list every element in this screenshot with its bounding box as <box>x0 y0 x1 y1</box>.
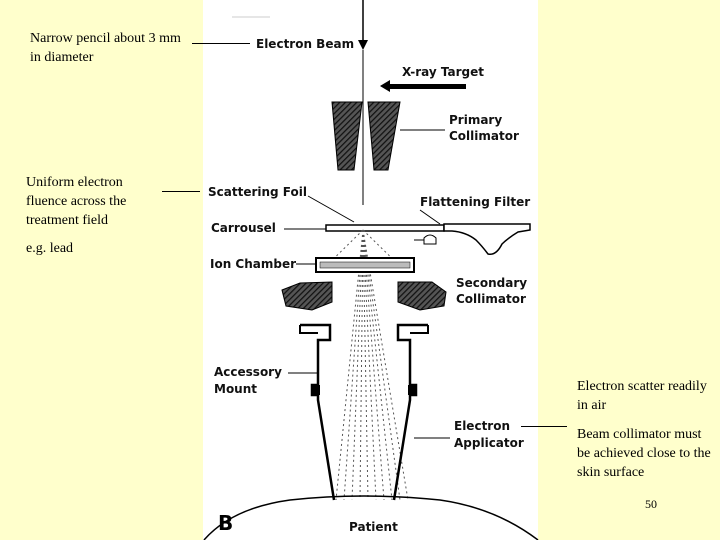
label-patient: Patient <box>349 520 398 534</box>
label-accessory-mount-line2: Mount <box>214 382 258 396</box>
flattening-filter <box>414 223 531 256</box>
label-xray-target: X-ray Target <box>402 65 485 79</box>
label-primary-collimator-line1: Primary <box>449 113 503 127</box>
note-eg-lead: e.g. lead <box>26 241 74 256</box>
label-flattening-filter: Flattening Filter <box>420 195 531 209</box>
note-beam-collimator: Beam collimator must be achieved close t… <box>577 427 711 480</box>
accessory-mount-block-right <box>408 385 416 395</box>
patient-surface <box>203 495 539 540</box>
note-electron-scatter: Electron scatter readily in air <box>577 379 707 413</box>
primary-collimator-right <box>367 101 401 171</box>
leader-uniform-fluence <box>162 191 200 192</box>
label-electron-beam: Electron Beam <box>256 37 355 51</box>
label-secondary-collimator-line1: Secondary <box>456 276 528 290</box>
note-uniform-fluence: Uniform electron fluence across the trea… <box>26 175 127 228</box>
scattering-foil-leader <box>307 195 355 223</box>
label-ion-chamber: Ion Chamber <box>210 257 297 271</box>
electron-applicator <box>299 323 429 501</box>
label-electron-applicator-line2: Applicator <box>454 436 524 450</box>
ion-chamber <box>315 257 415 273</box>
leader-electron-applicator-right <box>521 426 567 427</box>
carrousel-plate <box>325 224 445 232</box>
label-carrousel: Carrousel <box>211 221 276 235</box>
note-narrow-pencil: Narrow pencil about 3 mm in diameter <box>30 31 181 65</box>
flattening-filter-leader <box>419 209 441 225</box>
electron-beam-arrow <box>358 0 368 205</box>
panel-letter: B <box>218 511 234 535</box>
label-primary-collimator-line2: Collimator <box>449 129 519 143</box>
xray-target <box>380 80 466 92</box>
page-number: 50 <box>645 497 657 511</box>
leader-narrow-pencil <box>192 43 250 44</box>
primary-collimator-left <box>331 101 363 171</box>
secondary-collimator-left <box>281 281 333 311</box>
accessory-mount-block-left <box>312 385 320 395</box>
scatter-rays <box>321 229 409 501</box>
label-secondary-collimator-line2: Collimator <box>456 292 526 306</box>
secondary-collimator-right <box>397 281 447 311</box>
label-scattering-foil: Scattering Foil <box>208 185 307 199</box>
label-electron-applicator-line1: Electron <box>454 419 511 433</box>
label-accessory-mount-line1: Accessory <box>214 365 282 379</box>
